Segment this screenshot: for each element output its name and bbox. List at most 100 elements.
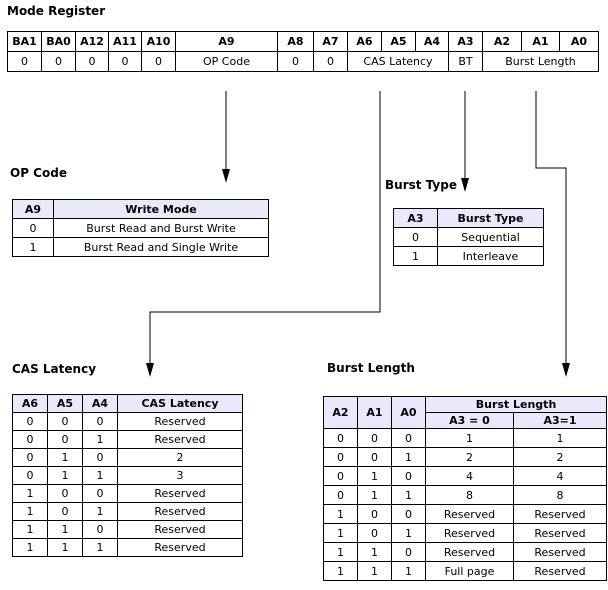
cell: Reserved xyxy=(425,504,514,524)
bit-label: A7 xyxy=(313,31,348,52)
cell: 2 xyxy=(425,447,514,467)
header-cell-group: Burst Length xyxy=(424,396,608,413)
table-header-row: A6 A5 A4 CAS Latency xyxy=(12,394,243,413)
table-row: 0 1 1 8 8 xyxy=(323,485,608,505)
cas-latency-arrowhead-icon xyxy=(146,363,154,377)
field-value: 0 xyxy=(313,51,348,72)
op-code-table: A9 Write Mode 0 Burst Read and Burst Wri… xyxy=(12,199,269,257)
bit-label: A11 xyxy=(108,31,142,52)
field-value: 0 xyxy=(277,51,314,72)
table-row: 1 1 0 Reserved Reserved xyxy=(323,542,608,562)
bit-label: A3 xyxy=(448,31,483,52)
cell: 0 xyxy=(323,447,358,467)
cell: 1 xyxy=(12,502,48,521)
cas-latency-table: A6 A5 A4 CAS Latency 0 0 0 Reserved 0 0 … xyxy=(12,394,243,557)
cell: 1 xyxy=(12,520,48,539)
cell: 1 xyxy=(12,237,54,257)
header-cell: A3 = 0 xyxy=(425,412,514,429)
field-value: 0 xyxy=(41,51,76,72)
table-row: 0 0 0 1 1 xyxy=(323,428,608,448)
table-row: 0 Burst Read and Burst Write xyxy=(12,218,269,238)
table-header-row: A2 A1 A0 Burst Length xyxy=(323,396,608,429)
cell: Reserved xyxy=(425,523,514,543)
cell: 1 xyxy=(12,484,48,503)
header-cell: A9 xyxy=(12,199,54,219)
cell: 0 xyxy=(82,412,118,431)
header-cell: Write Mode xyxy=(53,199,269,219)
field-value: 0 xyxy=(75,51,109,72)
cell: 1 xyxy=(47,466,83,485)
header-cell: A3 xyxy=(393,208,438,228)
table-row: 0 0 1 2 2 xyxy=(323,447,608,467)
cell: Reserved xyxy=(117,484,243,503)
cell: 0 xyxy=(393,227,438,247)
burst-type-arrowhead-icon xyxy=(461,178,469,192)
table-row: 1 0 1 Reserved xyxy=(12,502,243,521)
field-value-opcode: OP Code xyxy=(175,51,278,72)
header-cell: A5 xyxy=(47,394,83,413)
header-cell: A3=1 xyxy=(512,412,608,429)
cell: Full page xyxy=(425,561,514,581)
cell: 0 xyxy=(391,428,426,448)
cell: 1 xyxy=(357,485,392,505)
cell: 8 xyxy=(425,485,514,505)
cell: 0 xyxy=(82,448,118,467)
burst-length-arrowhead-icon xyxy=(562,363,570,377)
field-value-cas-latency: CAS Latency xyxy=(347,51,449,72)
mode-register-table: BA1 BA0 A12 A11 A10 A9 A8 A7 A6 A5 A4 A3… xyxy=(7,31,599,72)
field-value-burst-length: Burst Length xyxy=(482,51,599,72)
cell: 1 xyxy=(323,504,358,524)
cell: 1 xyxy=(393,246,438,266)
cell: Burst Read and Single Write xyxy=(53,237,269,257)
cell: 0 xyxy=(357,428,392,448)
cell: 0 xyxy=(391,504,426,524)
cas-latency-heading: CAS Latency xyxy=(12,362,97,376)
bit-label: A8 xyxy=(277,31,314,52)
register-bit-row: BA1 BA0 A12 A11 A10 A9 A8 A7 A6 A5 A4 A3… xyxy=(7,31,599,52)
table-subheader-row: A3 = 0 A3=1 xyxy=(324,412,608,429)
cell: 0 xyxy=(82,484,118,503)
opcode-arrowhead-icon xyxy=(222,169,230,183)
cell: 1 xyxy=(82,502,118,521)
bit-label: A6 xyxy=(347,31,382,52)
cell: 4 xyxy=(512,466,608,486)
cell: Reserved xyxy=(512,523,608,543)
table-row: 1 Interleave xyxy=(393,246,544,266)
header-cell: CAS Latency xyxy=(117,394,243,413)
table-header-row: A9 Write Mode xyxy=(12,199,269,219)
cell: 4 xyxy=(425,466,514,486)
cell: 1 xyxy=(323,561,358,581)
cell: 1 xyxy=(357,466,392,486)
cell: 0 xyxy=(12,412,48,431)
table-row: 1 1 1 Reserved xyxy=(12,538,243,557)
field-value-bt: BT xyxy=(448,51,483,72)
cell: 1 xyxy=(357,542,392,562)
cell: 0 xyxy=(12,466,48,485)
table-row: 0 0 0 Reserved xyxy=(12,412,243,431)
cell: 1 xyxy=(357,561,392,581)
cell: 1 xyxy=(323,523,358,543)
cell: 0 xyxy=(357,523,392,543)
register-value-row: 0 0 0 0 0 OP Code 0 0 CAS Latency BT Bur… xyxy=(7,51,599,72)
field-value: 0 xyxy=(7,51,42,72)
burst-length-table: A2 A1 A0 Burst Length A3 = 0 A3=1 0 0 0 … xyxy=(323,396,608,581)
bit-label: BA0 xyxy=(41,31,76,52)
cell: 1 xyxy=(391,561,426,581)
cell: 1 xyxy=(391,485,426,505)
cell: 2 xyxy=(512,447,608,467)
cell: Sequential xyxy=(437,227,544,247)
cell: 1 xyxy=(512,428,608,448)
bit-label: BA1 xyxy=(7,31,42,52)
cell: 1 xyxy=(391,523,426,543)
cell: 0 xyxy=(391,466,426,486)
cell: 0 xyxy=(12,430,48,449)
cell: 1 xyxy=(323,542,358,562)
table-row: 0 1 1 3 xyxy=(12,466,243,485)
cell: 0 xyxy=(47,430,83,449)
table-row: 0 1 0 2 xyxy=(12,448,243,467)
cell: 0 xyxy=(47,412,83,431)
cell: Reserved xyxy=(117,538,243,557)
bit-label: A9 xyxy=(175,31,278,52)
cell: 0 xyxy=(391,542,426,562)
page-title: Mode Register xyxy=(7,4,106,18)
